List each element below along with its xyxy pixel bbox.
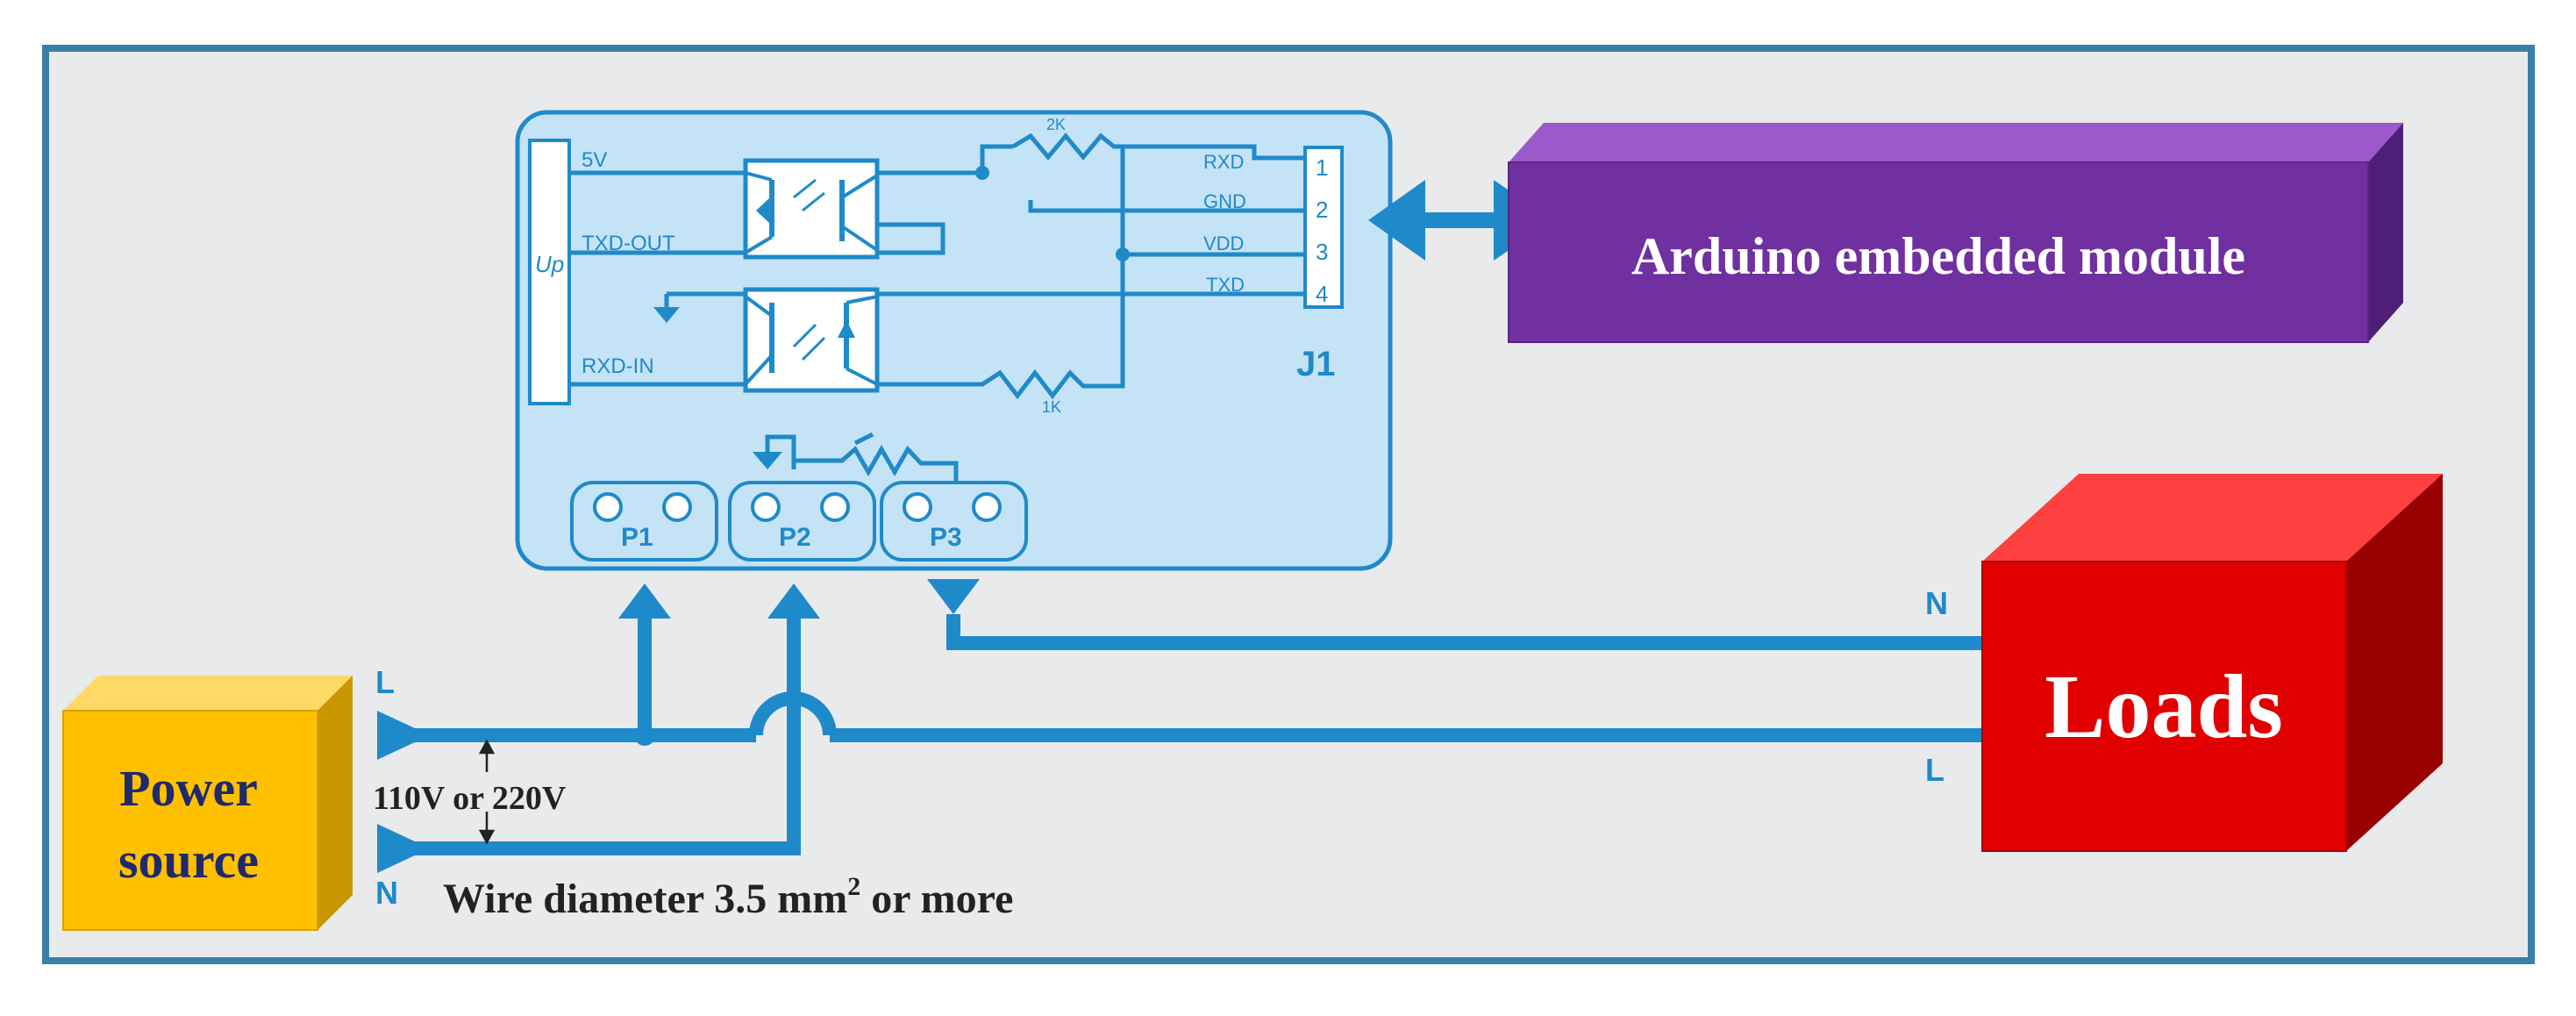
voltage-label: 110V or 220V: [373, 780, 567, 817]
microcontroller-header: [528, 139, 571, 405]
junction-dot: [1116, 247, 1130, 261]
wiring: [403, 605, 1982, 855]
arrow-to-p2: [767, 583, 820, 619]
signal-label-rxd: RXD: [1203, 151, 1244, 173]
relay-module: Up 5V TXD-OUT RXD-IN: [515, 110, 1393, 571]
arrow-to-p1: [618, 583, 671, 619]
port-label-p2: P2: [779, 523, 811, 552]
wire-diameter-text: Wire diameter 3.5 mm: [443, 876, 847, 922]
j1-pin-1: 1: [1316, 154, 1328, 181]
port-label-p1: P1: [621, 523, 653, 552]
signal-label-gnd: GND: [1203, 190, 1246, 212]
wire-diameter-label: Wire diameter 3.5 mm2 or more: [443, 872, 1013, 922]
optocoupler-bottom: [743, 287, 880, 393]
loads-box: Loads: [1981, 474, 2443, 852]
j1-pin-3: 3: [1316, 239, 1328, 265]
ground-symbol: [753, 452, 782, 469]
up-label: Up: [535, 251, 564, 277]
j1-label: J1: [1296, 345, 1336, 383]
arduino-label: Arduino embedded module: [1631, 227, 2245, 285]
voltage-indicator: [478, 739, 496, 845]
pin-label-rxd-in: RXD-IN: [582, 354, 654, 378]
junction-dot: [634, 725, 655, 746]
j1-pin-2: 2: [1316, 197, 1328, 223]
junction-dot: [975, 166, 989, 180]
pin-label-5v: 5V: [582, 148, 607, 172]
j1-header: [1303, 146, 1344, 309]
arrow-power-N: [377, 824, 430, 873]
resistor-label-2k: 2K: [1046, 116, 1066, 133]
port-bridge: [765, 432, 959, 491]
power-source-label-line2: source: [118, 832, 259, 889]
port-label-p3: P3: [930, 523, 962, 552]
arrow-power-L: [377, 711, 430, 760]
wire-diameter-superscript: 2: [847, 872, 860, 901]
loads-label: Loads: [2044, 656, 2283, 757]
arduino-module-box: Arduino embedded module: [1508, 123, 2403, 343]
port-p2: P2: [728, 481, 876, 562]
power-source-box: Power source: [62, 676, 353, 931]
wire-label-n-power: N: [375, 875, 398, 911]
wire-label-l-power: L: [375, 664, 395, 700]
arrow-from-p3: [927, 579, 980, 614]
port-p1: P1: [570, 481, 718, 562]
optocoupler-top: [743, 158, 880, 260]
j1-pin-4: 4: [1316, 281, 1328, 307]
resistor-label-1k: 1K: [1042, 398, 1061, 416]
power-source-label-line1: Power: [119, 760, 258, 817]
wire-label-l-loads: L: [1925, 752, 1944, 788]
port-p3: P3: [880, 481, 1028, 562]
signal-label-txd: TXD: [1206, 274, 1245, 296]
wire-label-n-loads: N: [1925, 585, 1948, 621]
wire-diameter-tail: or more: [860, 876, 1013, 922]
module-board: [515, 110, 1393, 571]
signal-label-vdd: VDD: [1203, 233, 1244, 254]
ground-symbol: [653, 307, 680, 323]
